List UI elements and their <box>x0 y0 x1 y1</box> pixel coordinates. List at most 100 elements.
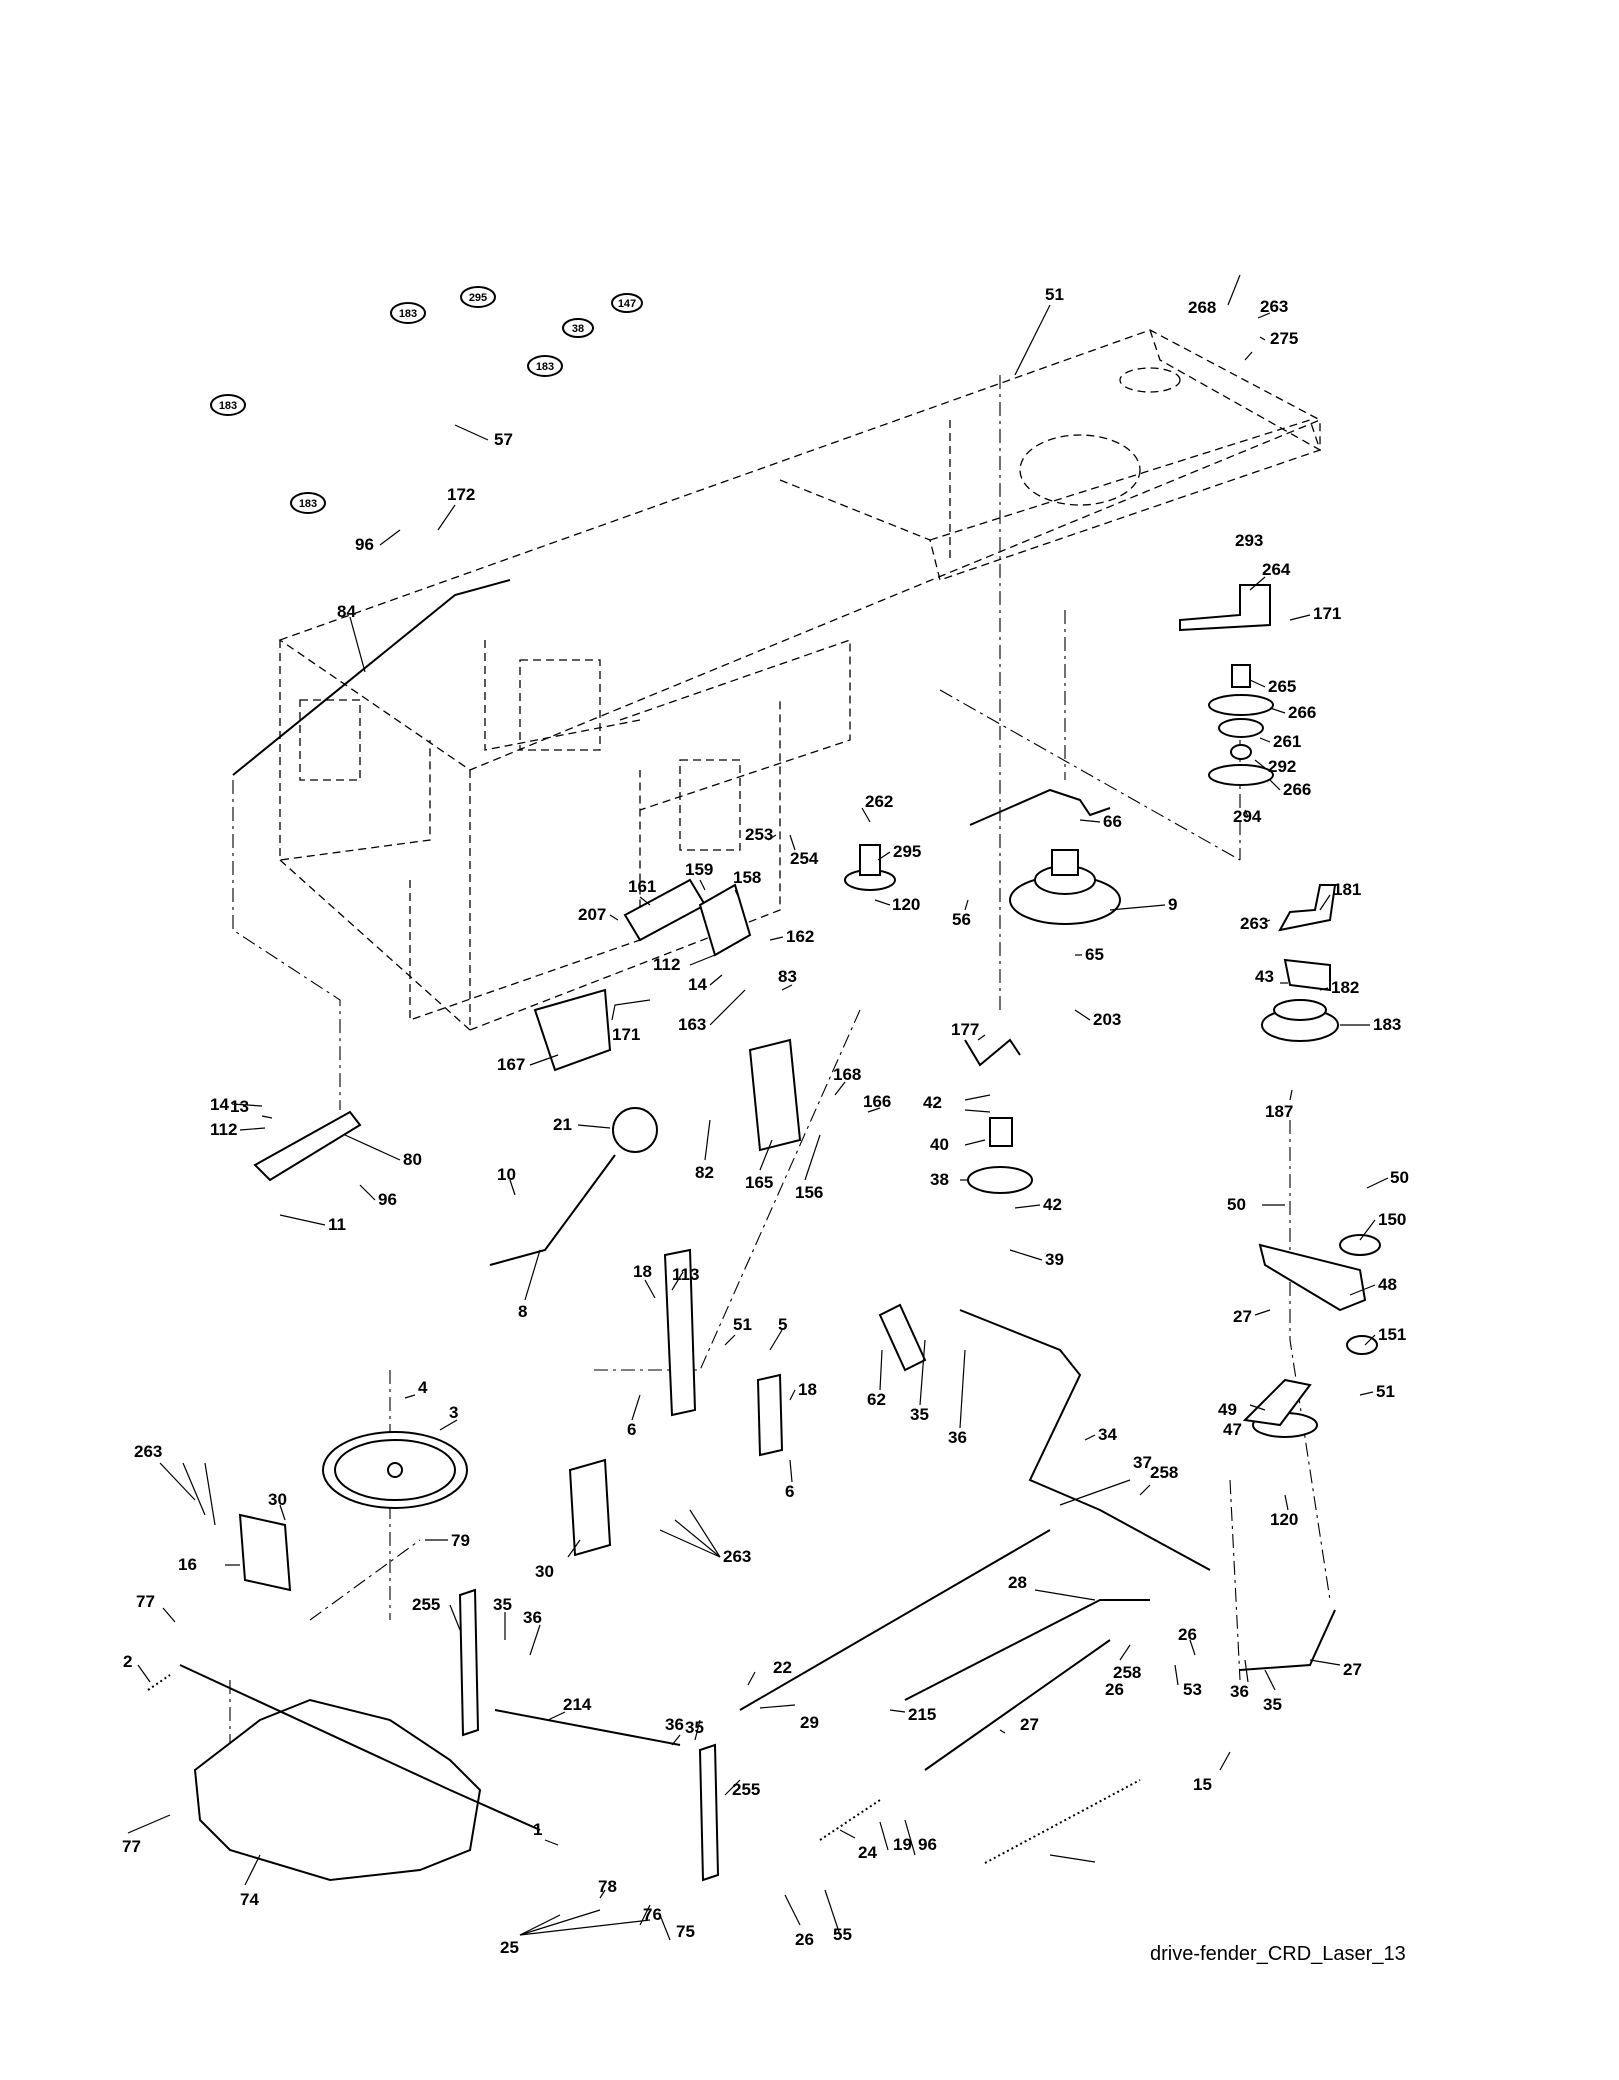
part-label: 268 <box>1188 298 1216 317</box>
part-label: 76 <box>643 1905 662 1924</box>
part-label: 80 <box>403 1150 422 1169</box>
part-label: 263 <box>1260 297 1288 316</box>
part-label: 27 <box>1343 1660 1362 1679</box>
part-label: 253 <box>745 825 773 844</box>
part-label: 35 <box>910 1405 929 1424</box>
part-label: 49 <box>1218 1400 1237 1419</box>
guide-lines <box>229 375 1331 1840</box>
part-label: 255 <box>732 1780 760 1799</box>
part-label: 8 <box>518 1302 527 1321</box>
part-label: 9 <box>1168 895 1177 914</box>
part-label: 83 <box>778 967 797 986</box>
part-label: 255 <box>412 1595 440 1614</box>
part-label: 96 <box>918 1835 937 1854</box>
part-label: 263 <box>134 1442 162 1461</box>
part-label: 57 <box>494 430 513 449</box>
part-label: 168 <box>833 1065 861 1084</box>
part-label: 264 <box>1262 560 1291 579</box>
part-label: 151 <box>1378 1325 1406 1344</box>
part-label: 82 <box>695 1163 714 1182</box>
part-label: 167 <box>497 1055 525 1074</box>
part-label: 261 <box>1273 732 1301 751</box>
part-label: 21 <box>553 1115 572 1134</box>
part-label: 159 <box>685 860 713 879</box>
part-label: 120 <box>1270 1510 1298 1529</box>
part-label: 5 <box>778 1315 787 1334</box>
part-label: 16 <box>178 1555 197 1574</box>
part-label: 203 <box>1093 1010 1121 1029</box>
part-label: 13 <box>230 1097 249 1116</box>
pulley-183-a <box>210 394 246 416</box>
belt-pulley-label: 183 <box>219 400 237 412</box>
part-label: 263 <box>723 1547 751 1566</box>
part-label: 22 <box>773 1658 792 1677</box>
part-label: 66 <box>1103 812 1122 831</box>
part-label: 51 <box>1045 285 1064 304</box>
part-label: 36 <box>948 1428 967 1447</box>
part-label: 10 <box>497 1165 516 1184</box>
part-label: 150 <box>1378 1210 1406 1229</box>
part-label: 36 <box>665 1715 684 1734</box>
part-label: 3 <box>449 1403 458 1422</box>
part-label: 29 <box>800 1713 819 1732</box>
part-label: 24 <box>858 1843 877 1862</box>
part-label: 96 <box>355 535 374 554</box>
part-label: 28 <box>1008 1573 1027 1592</box>
belt-pulley-label: 183 <box>299 498 317 510</box>
part-label: 4 <box>418 1378 428 1397</box>
diagram-caption: drive-fender_CRD_Laser_13 <box>1150 1943 1406 1965</box>
part-label: 214 <box>563 1695 592 1714</box>
part-label: 65 <box>1085 945 1104 964</box>
pulley-295 <box>460 286 496 308</box>
part-label: 156 <box>795 1183 823 1202</box>
part-label: 50 <box>1227 1195 1246 1214</box>
part-label: 187 <box>1265 1102 1293 1121</box>
part-label: 294 <box>1233 807 1262 826</box>
part-label: 26 <box>795 1930 814 1949</box>
part-label: 77 <box>122 1837 141 1856</box>
part-label: 183 <box>1373 1015 1401 1034</box>
part-label: 263 <box>1240 914 1268 933</box>
part-label: 27 <box>1233 1307 1252 1326</box>
part-label: 38 <box>930 1170 949 1189</box>
part-label: 258 <box>1113 1663 1141 1682</box>
frame-outline <box>278 329 1322 1031</box>
part-label: 37 <box>1133 1453 1152 1472</box>
part-label: 96 <box>378 1190 397 1209</box>
part-label: 207 <box>578 905 606 924</box>
pulley-183-c <box>527 355 563 377</box>
part-label: 74 <box>240 1890 259 1909</box>
part-label: 62 <box>867 1390 886 1409</box>
part-label: 50 <box>1390 1168 1409 1187</box>
part-label: 55 <box>833 1925 852 1944</box>
part-label: 47 <box>1223 1420 1242 1439</box>
leader-lines <box>127 274 1389 1941</box>
part-label: 40 <box>930 1135 949 1154</box>
part-label: 292 <box>1268 757 1296 776</box>
belt-pulley-label: 147 <box>618 298 636 310</box>
part-label: 163 <box>678 1015 706 1034</box>
part-label: 165 <box>745 1173 773 1192</box>
part-label: 266 <box>1283 780 1311 799</box>
part-label: 19 <box>893 1835 912 1854</box>
part-label: 30 <box>535 1562 554 1581</box>
part-label: 36 <box>1230 1682 1249 1701</box>
part-label: 34 <box>1098 1425 1117 1444</box>
part-label: 18 <box>633 1262 652 1281</box>
part-label: 15 <box>1193 1775 1212 1794</box>
part-label: 11 <box>328 1215 346 1234</box>
part-label: 42 <box>923 1093 942 1112</box>
belt-pulley-label: 38 <box>572 323 584 335</box>
drive-belt <box>188 230 687 507</box>
pulley-147 <box>611 293 643 313</box>
belt-pulley-label: 183 <box>399 308 417 320</box>
part-label: 265 <box>1268 677 1296 696</box>
part-label: 2 <box>123 1652 132 1671</box>
part-label: 27 <box>1020 1715 1039 1734</box>
part-label: 166 <box>863 1092 891 1111</box>
mower-deck-parts <box>844 584 1339 1194</box>
part-label: 56 <box>952 910 971 929</box>
belt-pulley-label: 183 <box>536 361 554 373</box>
pulley-183-d <box>290 492 326 514</box>
part-label: 112 <box>210 1120 237 1139</box>
